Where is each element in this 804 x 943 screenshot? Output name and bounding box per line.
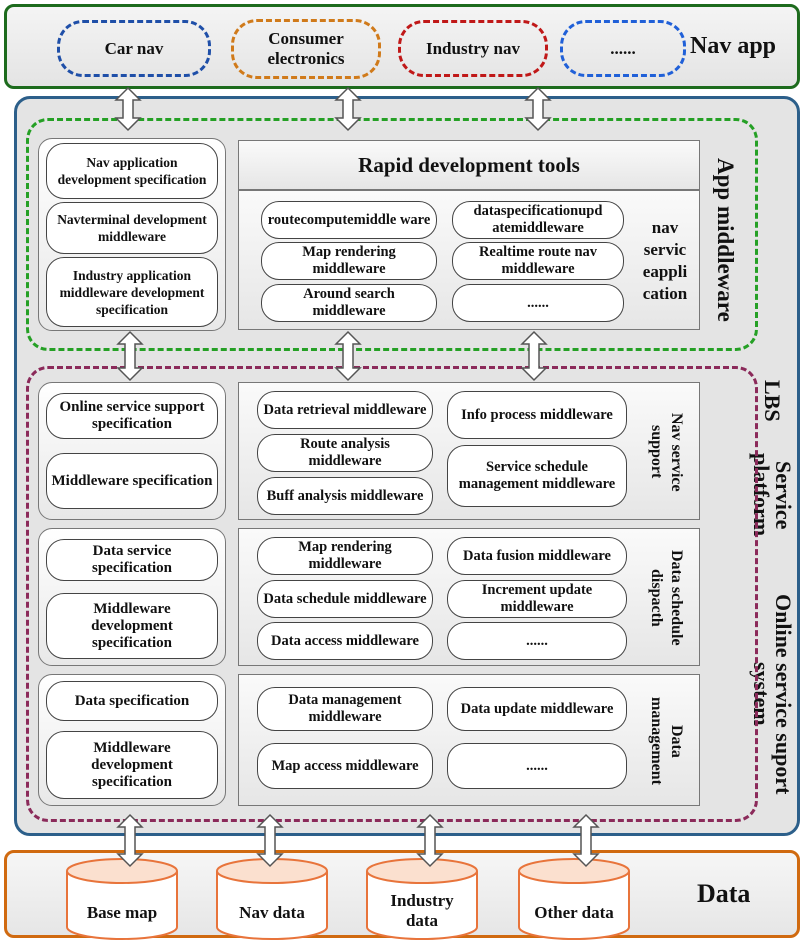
data-schedule-label: Data schedule dispacth [648, 550, 685, 646]
around-search-middleware: Around search middleware [261, 284, 437, 322]
double-arrow-icon [116, 813, 144, 868]
lbs-platform-title: LBS Service platform Online service supo… [736, 380, 804, 820]
data-retrieval-middleware: Data retrieval middleware [257, 391, 433, 429]
industry-data-label: Industry data [390, 891, 454, 930]
app-more-middleware: ...... [452, 284, 624, 322]
rapid-dev-tools-header: Rapid development tools [238, 140, 700, 190]
app-middleware-title: App middleware [713, 158, 738, 322]
nav-app-title: Nav app [690, 33, 777, 59]
middleware-dev-spec-mgmt: Middleware development specification [46, 731, 218, 799]
double-arrow-icon [416, 813, 444, 868]
info-process-middleware: Info process middleware [447, 391, 627, 439]
buff-analysis-middleware: Buff analysis middleware [257, 477, 433, 515]
lbs-title-line2: Service platform [749, 453, 796, 537]
data-schedule-middleware: Data schedule middleware [257, 580, 433, 618]
map-rendering-middleware-app: Map rendering middleware [261, 242, 437, 280]
double-arrow-icon [334, 330, 362, 382]
industry-data-cylinder: Industry data [365, 857, 479, 941]
nav-data-label: Nav data [239, 903, 305, 922]
nav-service-spec-group: Online service support specification Mid… [38, 382, 226, 520]
double-arrow-icon [520, 330, 548, 382]
middleware-spec: Middleware specification [46, 453, 218, 509]
data-service-spec: Data service specification [46, 539, 218, 581]
management-more-middleware: ...... [447, 743, 627, 789]
double-arrow-icon [524, 86, 552, 132]
data-layer: Base map Nav data Industry data Other da… [4, 850, 800, 941]
realtime-route-nav-middleware: Realtime route nav middleware [452, 242, 624, 280]
base-map-label: Base map [86, 903, 158, 922]
nav-app-layer: Car nav Consumer electronics Industry na… [4, 4, 800, 89]
middleware-dev-spec-schedule: Middleware development specification [46, 593, 218, 659]
database-icon [518, 858, 630, 940]
data-layer-title: Data [697, 879, 751, 908]
database-icon [216, 858, 328, 940]
online-service-region [26, 366, 758, 822]
more-nav-box: ...... [560, 20, 686, 77]
route-analysis-middleware: Route analysis middleware [257, 434, 433, 472]
base-map-cylinder: Base map [65, 857, 179, 941]
nav-data-cylinder: Nav data [215, 857, 329, 941]
increment-update-middleware: Increment update middleware [447, 580, 627, 618]
industry-app-spec: Industry application middleware developm… [46, 257, 218, 327]
data-management-panel: Data management middleware Data update m… [238, 674, 700, 806]
routecompute-middleware: routecomputemiddle ware [261, 201, 437, 239]
other-data-label: Other data [534, 903, 614, 922]
data-management-middleware: Data management middleware [257, 687, 433, 731]
lbs-title-line3: Online service suport system [749, 593, 796, 795]
double-arrow-icon [572, 813, 600, 868]
nav-service-support-label: Nav service support [648, 412, 685, 492]
data-spec: Data specification [46, 681, 218, 721]
nav-service-panel: Data retrieval middleware Info process m… [238, 382, 700, 520]
service-schedule-middleware: Service schedule management middleware [447, 445, 627, 507]
map-access-middleware: Map access middleware [257, 743, 433, 789]
data-update-middleware: Data update middleware [447, 687, 627, 731]
data-access-middleware: Data access middleware [257, 622, 433, 660]
app-spec-group: Nav application development specificatio… [38, 138, 226, 331]
database-icon [66, 858, 178, 940]
data-schedule-spec-group: Data service specification Middleware de… [38, 528, 226, 666]
app-middleware-region [26, 118, 758, 351]
dataspec-update-middleware: dataspecificationupd atemiddleware [452, 201, 624, 239]
consumer-electronics-box: Consumer electronics [231, 19, 381, 79]
double-arrow-icon [114, 86, 142, 132]
data-fusion-middleware: Data fusion middleware [447, 537, 627, 575]
double-arrow-icon [334, 86, 362, 132]
data-management-label: Data management [648, 697, 685, 785]
double-arrow-icon [256, 813, 284, 868]
navterminal-dev-middleware: Navterminal development middleware [46, 202, 218, 254]
double-arrow-icon [116, 330, 144, 382]
industry-nav-box: Industry nav [398, 20, 548, 77]
database-icon [366, 858, 478, 940]
other-data-cylinder: Other data [517, 857, 631, 941]
app-middleware-panel: routecomputemiddle ware dataspecificatio… [238, 190, 700, 330]
online-service-support-spec: Online service support specification [46, 393, 218, 439]
lbs-title-line1: LBS [760, 380, 785, 422]
schedule-more-middleware: ...... [447, 622, 627, 660]
nav-app-dev-spec: Nav application development specificatio… [46, 143, 218, 199]
map-rendering-middleware-sched: Map rendering middleware [257, 537, 433, 575]
car-nav-box: Car nav [57, 20, 211, 77]
data-schedule-panel: Map rendering middleware Data fusion mid… [238, 528, 700, 666]
data-management-spec-group: Data specification Middleware developmen… [38, 674, 226, 806]
